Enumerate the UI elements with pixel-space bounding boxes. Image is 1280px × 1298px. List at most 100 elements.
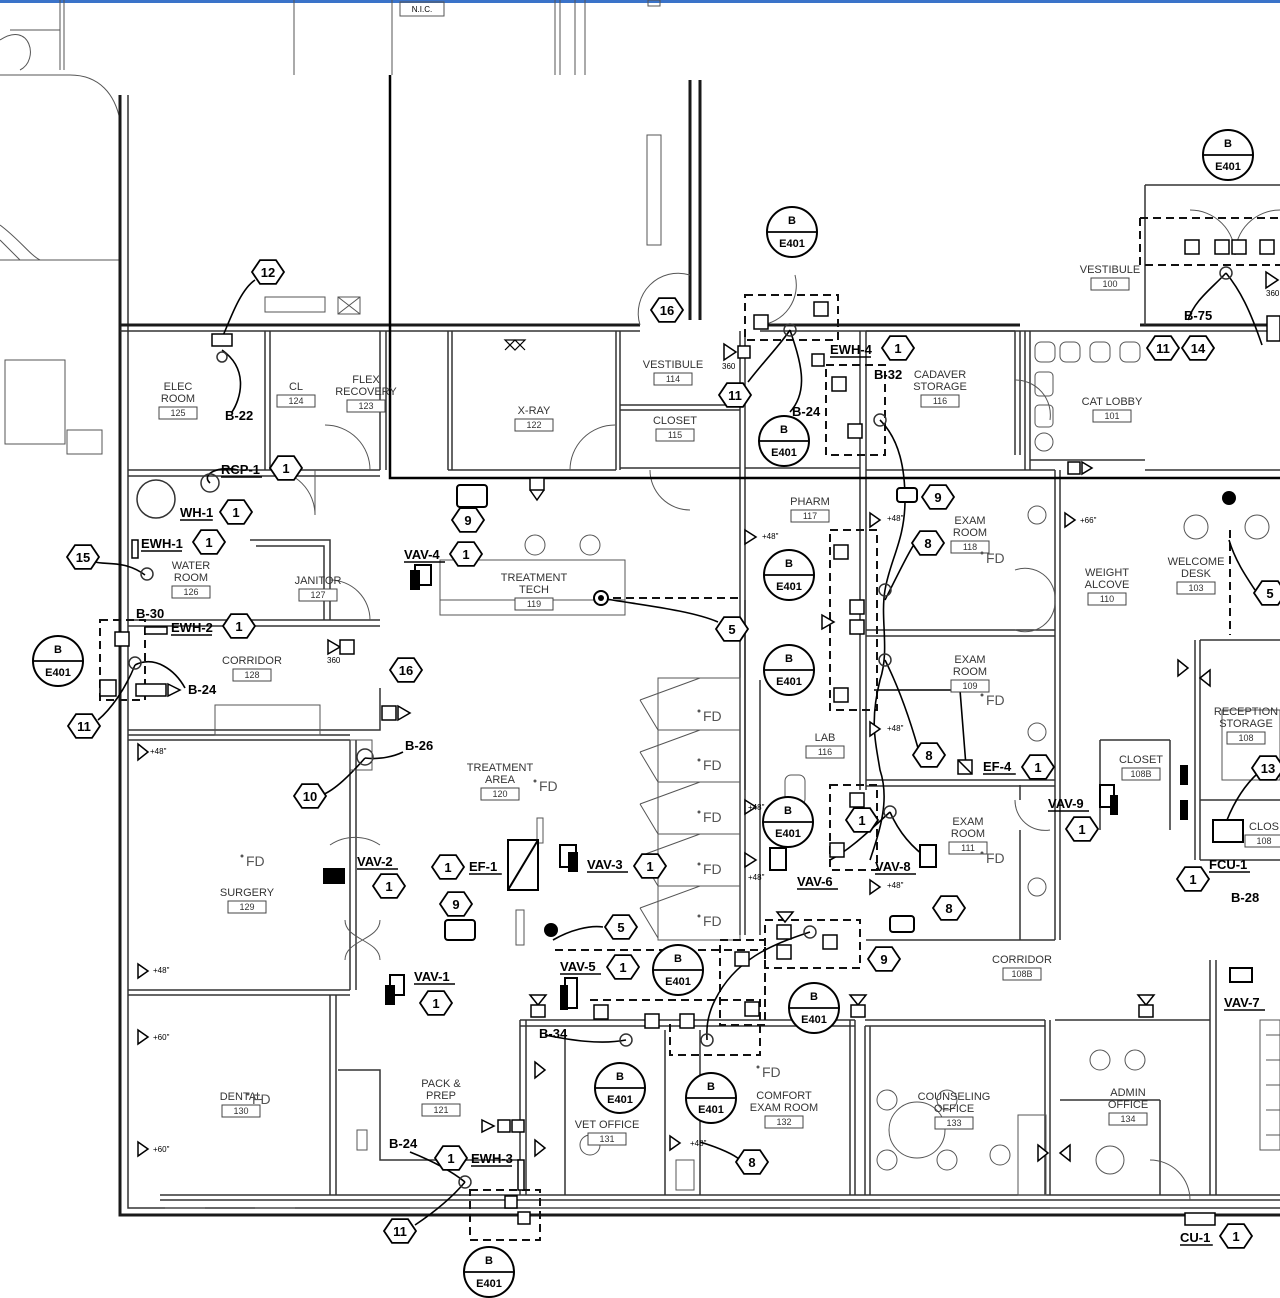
section-marker-top: B bbox=[780, 424, 788, 436]
keynote-number: 1 bbox=[432, 996, 439, 1011]
section-marker-bottom: E401 bbox=[607, 1094, 633, 1106]
keynote-hexagon: 9 bbox=[450, 507, 486, 533]
section-marker-top: B bbox=[785, 558, 793, 570]
room-number-box bbox=[171, 585, 211, 599]
room-name: SURGERY bbox=[220, 887, 275, 899]
mounting-height-label: +48" bbox=[748, 873, 765, 882]
keynote-hexagon: 8 bbox=[931, 895, 967, 921]
equipment-tag: FCU-1 bbox=[1209, 857, 1247, 872]
room-name: ALCOVE bbox=[1085, 579, 1130, 591]
keynote-hexagon: 9 bbox=[866, 946, 902, 972]
section-marker-top: B bbox=[788, 215, 796, 227]
keynote-hexagon: 5 bbox=[1252, 580, 1280, 606]
keynote-number: 16 bbox=[660, 303, 674, 318]
floor-drain-dot bbox=[697, 709, 701, 713]
mounting-height-label: 360 bbox=[327, 656, 341, 665]
room-number: 100 bbox=[1102, 279, 1117, 289]
keynote-number: 1 bbox=[385, 879, 392, 894]
room-name: PHARM bbox=[790, 496, 830, 508]
room-name: OFFICE bbox=[1108, 1099, 1148, 1111]
room-number: 130 bbox=[233, 1106, 248, 1116]
room-number-box bbox=[1092, 409, 1132, 423]
room-name: COMFORT bbox=[756, 1090, 812, 1102]
room-number: 134 bbox=[1120, 1114, 1135, 1124]
keynote-number: 1 bbox=[232, 505, 239, 520]
keynote-hexagon: 1 bbox=[1064, 816, 1100, 842]
keynote-number: 9 bbox=[934, 490, 941, 505]
room-number-box bbox=[227, 900, 267, 914]
keynote-hexagon: 11 bbox=[66, 713, 102, 739]
room-number-box bbox=[805, 745, 845, 759]
room-number-box bbox=[1244, 834, 1280, 848]
circuit-label: B-22 bbox=[225, 408, 253, 423]
keynote-number: 5 bbox=[617, 920, 624, 935]
mounting-height-label: +48" bbox=[887, 724, 904, 733]
room-name: WELCOME bbox=[1168, 556, 1225, 568]
keynote-number: 1 bbox=[444, 860, 451, 875]
room-name: EXAM bbox=[952, 816, 983, 828]
keynote-hexagon: 8 bbox=[910, 530, 946, 556]
room-name: CLOS bbox=[1249, 821, 1279, 833]
room-name: EXAM ROOM bbox=[750, 1102, 818, 1114]
top-label: N.I.C. bbox=[412, 5, 432, 14]
keynote-hexagon: 15 bbox=[65, 544, 101, 570]
section-marker-bottom: E401 bbox=[698, 1104, 724, 1116]
room-number-box bbox=[790, 509, 830, 523]
circuit-label: B-32 bbox=[874, 367, 902, 382]
circuit-labels: B-22B-32B-24B-75B-30B-24B-26B-34B-24B-28 bbox=[136, 308, 1259, 1151]
circuit-label: B-26 bbox=[405, 738, 433, 753]
keynote-number: 1 bbox=[282, 461, 289, 476]
room-number: 108 bbox=[1256, 836, 1271, 846]
room-number-box bbox=[514, 418, 554, 432]
section-marker-bottom: E401 bbox=[45, 667, 71, 679]
room-name: VESTIBULE bbox=[643, 359, 704, 371]
interior-walls bbox=[128, 330, 1280, 1195]
keynote-hexagon: 1 bbox=[221, 613, 257, 639]
section-marker-top: B bbox=[616, 1071, 624, 1083]
keynote-number: 13 bbox=[1261, 761, 1275, 776]
keynote-hexagon: 1 bbox=[433, 1145, 469, 1171]
room-name: AREA bbox=[485, 774, 516, 786]
keynote-number: 8 bbox=[924, 536, 931, 551]
keynote-number: 1 bbox=[646, 859, 653, 874]
equipment-tag: VAV-2 bbox=[357, 854, 393, 869]
room-number: 115 bbox=[668, 430, 682, 440]
floor-drain-label: FD bbox=[703, 861, 722, 877]
room-name: ROOM bbox=[951, 828, 985, 840]
room-number: 123 bbox=[358, 401, 373, 411]
section-marker-bottom: E401 bbox=[801, 1014, 827, 1026]
section-marker-top: B bbox=[674, 953, 682, 965]
room-number-box bbox=[1226, 731, 1266, 745]
room-label: CLOSET 115 bbox=[653, 415, 697, 442]
keynote-number: 9 bbox=[452, 897, 459, 912]
left-context bbox=[0, 74, 121, 455]
furniture bbox=[136, 296, 1280, 1196]
room-name: CORRIDOR bbox=[992, 954, 1052, 966]
keynote-number: 1 bbox=[1232, 1229, 1239, 1244]
room-number-box bbox=[232, 668, 272, 682]
room-name: DESK bbox=[1181, 568, 1212, 580]
room-number-box bbox=[1090, 277, 1130, 291]
equipment-tag: VAV-9 bbox=[1048, 796, 1084, 811]
section-marker-bottom: E401 bbox=[779, 238, 805, 250]
door-swings bbox=[269, 209, 1280, 1201]
keynote-hexagon: 1 bbox=[371, 873, 407, 899]
room-name: CLOSET bbox=[653, 415, 697, 427]
room-name: ADMIN bbox=[1110, 1087, 1146, 1099]
equipment-tag: VAV-1 bbox=[414, 969, 450, 984]
equipment-tag: EWH-3 bbox=[471, 1151, 513, 1166]
room-name: CL bbox=[289, 381, 303, 393]
room-number-box bbox=[920, 394, 960, 408]
room-number: 120 bbox=[492, 789, 507, 799]
floor-drain-label: FD bbox=[539, 778, 558, 794]
room-number: 108B bbox=[1011, 969, 1032, 979]
